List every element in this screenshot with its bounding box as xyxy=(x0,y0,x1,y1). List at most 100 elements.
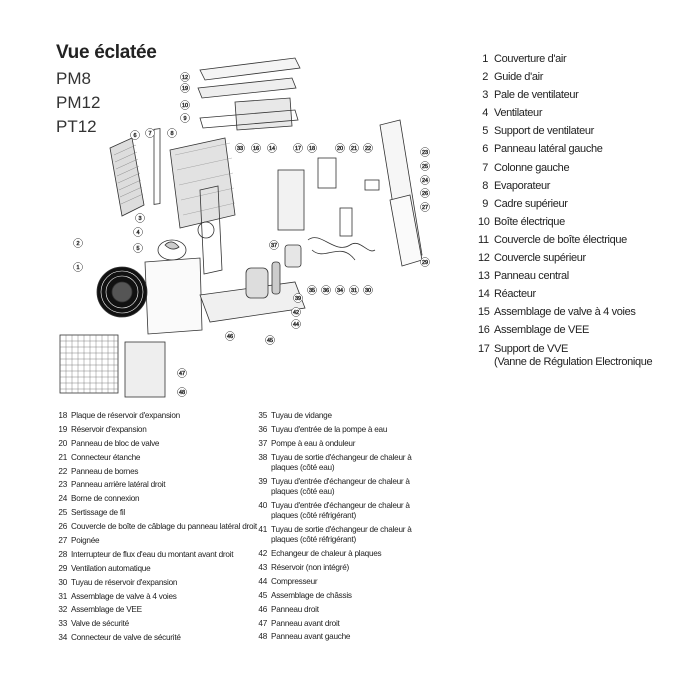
svg-text:31: 31 xyxy=(351,288,357,294)
svg-text:9: 9 xyxy=(183,116,186,122)
callout: 26 xyxy=(420,188,430,198)
part-label: Réservoir (non intégré) xyxy=(271,562,349,572)
svg-text:17: 17 xyxy=(295,146,301,152)
part-label: Tuyau d'entrée d'échangeur de chaleur à … xyxy=(271,500,410,521)
callout: 47 xyxy=(177,368,187,378)
plate-exchanger-part xyxy=(339,207,353,237)
part-list-item: 40 Tuyau d'entrée d'échangeur de chaleur … xyxy=(257,501,436,521)
part-number: 27 xyxy=(58,536,67,546)
part-number: 22 xyxy=(58,466,67,476)
part-number: 8 xyxy=(482,179,488,192)
part-label: Guide d'air xyxy=(494,71,544,84)
part-label: Pale de ventilateur xyxy=(494,89,579,102)
part-label: Réservoir d'expansion xyxy=(71,424,147,434)
part-number: 45 xyxy=(258,590,267,600)
terminal-panel-part xyxy=(364,179,380,191)
part-label: Panneau avant gauche xyxy=(271,632,351,642)
part-number: 40 xyxy=(258,500,267,510)
part-label: Tuyau de sortie d'échangeur de chaleur à… xyxy=(271,524,412,545)
front-right-panel-part xyxy=(144,257,203,335)
svg-text:7: 7 xyxy=(148,131,151,137)
part-label: Ventilation automatique xyxy=(71,563,151,573)
svg-text:29: 29 xyxy=(422,260,428,266)
callout: 17 xyxy=(293,143,303,153)
part-number: 43 xyxy=(258,562,267,572)
part-number: 48 xyxy=(258,632,267,642)
callout: 3 xyxy=(135,213,145,223)
page-title: Vue éclatée xyxy=(56,42,157,63)
left-column-part xyxy=(153,128,161,205)
callout: 14 xyxy=(267,143,277,153)
callout: 34 xyxy=(335,285,345,295)
part-label: Connecteur étanche xyxy=(71,452,141,462)
part-label: Support de ventilateur xyxy=(494,125,594,138)
part-number: 12 xyxy=(478,252,490,265)
svg-text:34: 34 xyxy=(337,288,343,294)
part-label: Borne de connexion xyxy=(71,494,140,504)
callout: 42 xyxy=(291,307,301,317)
part-list-item: 48 Panneau avant gauche xyxy=(257,632,436,642)
svg-text:45: 45 xyxy=(267,338,273,344)
svg-text:10: 10 xyxy=(182,103,188,109)
callout: 21 xyxy=(349,143,359,153)
part-list-item: 8 Evaporateur xyxy=(478,180,684,198)
callout: 33 xyxy=(235,143,245,153)
svg-text:39: 39 xyxy=(295,296,301,302)
part-label: Réacteur xyxy=(494,288,536,301)
part-label: Assemblage de châssis xyxy=(271,590,352,600)
part-label: Poignée xyxy=(71,536,100,546)
part-number: 4 xyxy=(482,107,488,120)
part-number: 46 xyxy=(258,604,267,614)
svg-text:21: 21 xyxy=(351,146,357,152)
part-label: Couvercle supérieur xyxy=(494,252,586,265)
part-list-item: 4 Ventilateur xyxy=(478,107,684,125)
part-label: Evaporateur xyxy=(494,179,551,192)
svg-text:24: 24 xyxy=(422,178,428,184)
air-cover-part xyxy=(199,57,301,81)
svg-text:2: 2 xyxy=(76,241,79,247)
model-name: PT12 xyxy=(56,117,97,136)
part-label: Assemblage de valve à 4 voies xyxy=(71,591,177,601)
callout: 12 xyxy=(180,72,190,82)
part-number: 29 xyxy=(58,563,67,573)
svg-text:16: 16 xyxy=(253,146,259,152)
part-number: 25 xyxy=(58,508,67,518)
callout: 19 xyxy=(180,83,190,93)
model-name: PM8 xyxy=(56,69,91,88)
part-number: 11 xyxy=(478,233,489,246)
svg-text:44: 44 xyxy=(293,322,299,328)
callout: 4 xyxy=(133,227,143,237)
compressor-part xyxy=(245,267,269,299)
callout: 31 xyxy=(349,285,359,295)
part-label: Ventilateur xyxy=(494,107,543,120)
callout: 6 xyxy=(130,130,140,140)
top-cover-part xyxy=(197,77,297,99)
electrical-panel-part xyxy=(277,169,305,231)
valve-block-part xyxy=(317,157,337,189)
part-number: 30 xyxy=(58,577,67,587)
callout: 10 xyxy=(180,100,190,110)
part-label: Pompe à eau à onduleur xyxy=(271,438,356,448)
